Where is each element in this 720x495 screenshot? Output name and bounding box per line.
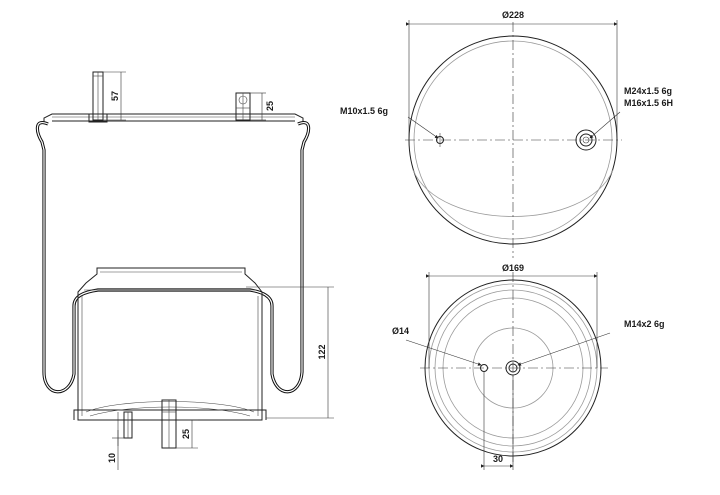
dim-25-top: 25 [250,92,275,121]
label-m24: M24x1.5 6g [624,86,672,96]
bottom-fittings [123,399,177,449]
bottom-view: Ø169 Ø14 M14x2 6g 30 [392,263,665,470]
label-m14: M14x2 6g [624,319,665,329]
label-m10: M10x1.5 6g [340,106,388,116]
leader-m24-m16: M24x1.5 6g M16x1.5 6H [589,86,673,139]
bottom-center-fitting [505,360,521,376]
dim-228-label: Ø228 [502,10,524,20]
leader-d14: Ø14 [392,326,482,366]
dim-10-label: 10 [107,453,117,463]
label-d14: Ø14 [392,326,409,336]
dim-25-bottom: 25 [176,419,198,449]
dim-169-label: Ø169 [502,263,524,273]
top-left-hole [436,133,444,147]
dim-57-label: 57 [110,91,120,101]
dim-169: Ø169 [426,263,598,368]
piston [73,267,267,421]
label-m16: M16x1.5 6H [624,98,673,108]
dim-30: 30 [481,372,514,470]
dim-25-top-label: 25 [265,101,275,111]
bottom-side-hole [480,364,488,372]
leader-m14: M14x2 6g [517,319,665,366]
top-view: Ø228 M10x1.5 6g M24x1.5 6g M16x1.5 6H [340,10,673,258]
dim-228: Ø228 [406,10,618,140]
top-plate [43,113,304,122]
top-nut [235,92,251,121]
dim-122: 122 [246,286,334,419]
dim-57: 57 [103,71,126,121]
dim-122-label: 122 [317,344,327,359]
dim-25-bottom-label: 25 [181,429,191,439]
dim-30-label: 30 [493,454,503,464]
dim-10: 10 [107,412,124,470]
top-right-fitting [575,129,597,151]
leader-m10: M10x1.5 6g [340,106,439,139]
side-view: 57 25 122 25 10 [35,71,334,470]
top-stud [88,71,108,123]
